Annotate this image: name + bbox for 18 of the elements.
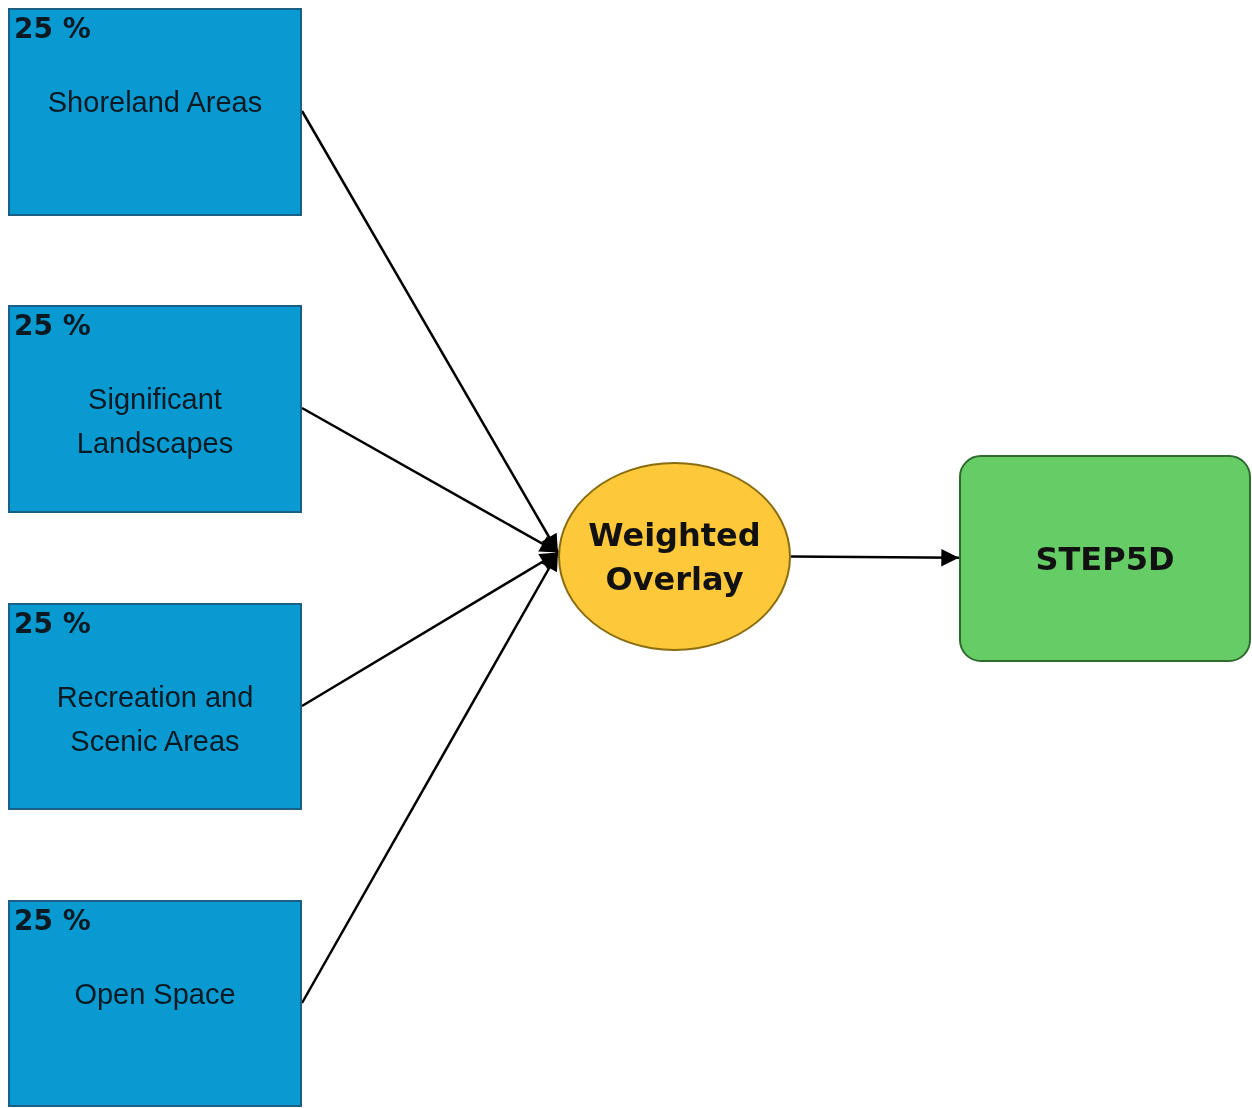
arrow [301, 406, 559, 554]
process-label: Weighted Overlay [587, 514, 762, 600]
input-box [8, 8, 302, 216]
input-box [8, 900, 302, 1107]
input-box [8, 603, 302, 810]
arrow [301, 551, 559, 708]
layer-name: Open Space [73, 977, 237, 1012]
input-box [8, 305, 302, 513]
output-box [959, 455, 1251, 662]
layer-name: Shoreland Areas [46, 85, 264, 120]
arrow [791, 548, 959, 567]
output-label: STEP5D [1034, 538, 1176, 580]
weight-label: 25 % [14, 309, 91, 342]
weight-label: 25 % [14, 904, 91, 937]
layer-name: Recreation and Scenic Areas [55, 680, 255, 759]
weight-label: 25 % [14, 607, 91, 640]
weight-label: 25 % [14, 12, 91, 45]
layer-name: Significant Landscapes [75, 382, 235, 461]
